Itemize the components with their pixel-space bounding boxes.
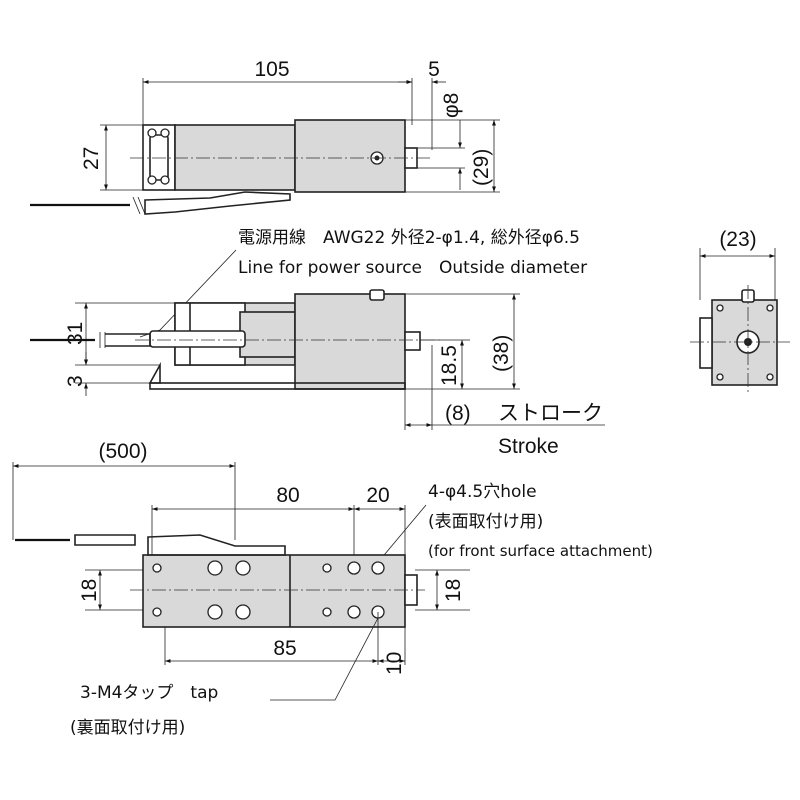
wire-note-en: Line for power source Outside diameter [238, 258, 587, 278]
dim-total-height: (38) [490, 335, 513, 372]
dim-height: 27 [80, 147, 103, 170]
dim-tail: 5 [428, 58, 440, 81]
top-view: 105 5 φ8 27 (29) [30, 58, 500, 215]
dim-tap-offset: 10 [383, 652, 406, 675]
dim-tap-pitch: 85 [273, 637, 296, 660]
hole-note-en: (for front surface attachment) [428, 542, 653, 560]
stroke-label-en: Stroke [498, 435, 559, 458]
dim-right-height: 18 [442, 579, 465, 602]
dim-pin-height: 18.5 [438, 345, 461, 386]
stroke-label-jp: ストローク [498, 402, 603, 425]
wire-note-jp: 電源用線 AWG22 外径2-φ1.4, 総外径φ6.5 [238, 228, 580, 248]
dim-end-width: (23) [719, 228, 756, 251]
hole-note-jp: (表面取付け用) [428, 512, 543, 532]
dim-upper-height: 31 [64, 322, 87, 345]
dim-pin-dia: φ8 [440, 93, 463, 118]
bottom-view: (500) 80 20 4-φ4.5穴hole (表面取付け用) (for fr… [12, 440, 653, 738]
stroke-value: (8) [445, 402, 471, 425]
dim-height-ref: (29) [470, 149, 493, 186]
end-view: (23) [690, 228, 790, 395]
tap-note: 3-M4タップ tap [80, 683, 218, 703]
dim-hole-pitch: 80 [276, 484, 299, 507]
hole-note: 4-φ4.5穴hole [428, 482, 537, 502]
dim-length: 105 [254, 58, 289, 81]
side-view: 電源用線 AWG22 外径2-φ1.4, 総外径φ6.5 Line for po… [30, 228, 605, 458]
tap-note-jp: (裏面取付け用) [70, 717, 185, 738]
dim-lower-height: 3 [64, 375, 87, 387]
dim-wire-length: (500) [98, 440, 147, 463]
dim-hole-offset: 20 [366, 484, 389, 507]
dim-left-height: 18 [78, 579, 101, 602]
